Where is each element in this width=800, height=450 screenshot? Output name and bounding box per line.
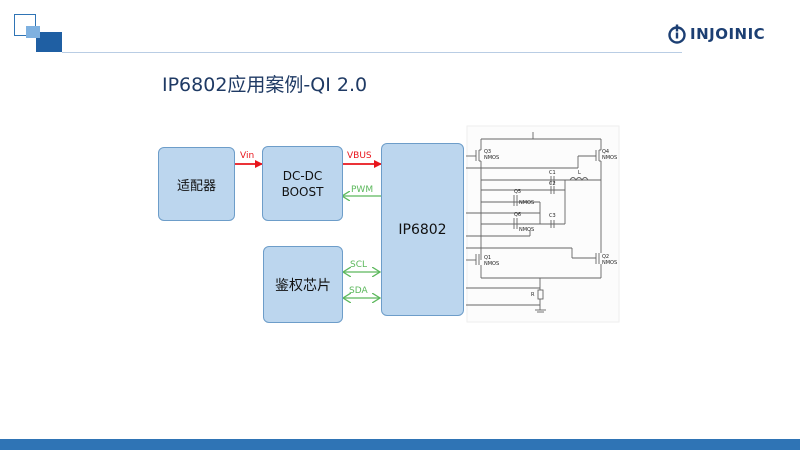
slide-title: IP6802应用案例-QI 2.0 xyxy=(162,74,368,96)
q2-label: Q2 xyxy=(602,254,609,260)
pwm-label: PWM xyxy=(351,185,373,195)
brand-mark-icon xyxy=(668,24,686,44)
ip6802-block: IP6802 xyxy=(381,143,464,316)
corner-decoration xyxy=(0,0,64,54)
q4-label: Q4 xyxy=(602,149,609,155)
vin-label: Vin xyxy=(240,151,254,161)
header-rule xyxy=(62,52,682,53)
vbus-label: VBUS xyxy=(347,151,372,161)
r-label: R xyxy=(531,292,535,298)
dcdc-label-line2: BOOST xyxy=(281,184,324,199)
q3-label: Q3 xyxy=(484,149,491,155)
q1-type: NMOS xyxy=(484,261,499,267)
auth-chip-label: 鉴权芯片 xyxy=(275,277,331,294)
brand-logo: INJOINIC xyxy=(668,22,765,46)
q6-type: NMOS xyxy=(519,227,534,233)
ip6802-label: IP6802 xyxy=(398,221,447,238)
c1-label: C1 xyxy=(549,170,556,176)
footer-bar xyxy=(0,439,800,450)
sda-label: SDA xyxy=(349,286,368,296)
dcdc-boost-block: DC-DC BOOST xyxy=(262,146,343,221)
dcdc-label-line1: DC-DC xyxy=(282,168,323,183)
brand-name: INJOINIC xyxy=(690,25,766,43)
q1-label: Q1 xyxy=(484,255,491,261)
adapter-block: 适配器 xyxy=(158,147,235,221)
auth-chip-block: 鉴权芯片 xyxy=(263,246,343,323)
q3-type: NMOS xyxy=(484,155,499,161)
scl-label: SCL xyxy=(350,260,367,270)
adapter-label: 适配器 xyxy=(176,178,216,194)
l-label: L xyxy=(578,170,581,176)
q5-type: NMOS xyxy=(519,200,534,206)
q6-label: Q6 xyxy=(514,212,521,218)
c3-label: C3 xyxy=(549,213,556,219)
q4-type: NMOS xyxy=(602,155,617,161)
q2-type: NMOS xyxy=(602,260,617,266)
q5-label: Q5 xyxy=(514,189,521,195)
c2-label: C2 xyxy=(549,181,556,187)
